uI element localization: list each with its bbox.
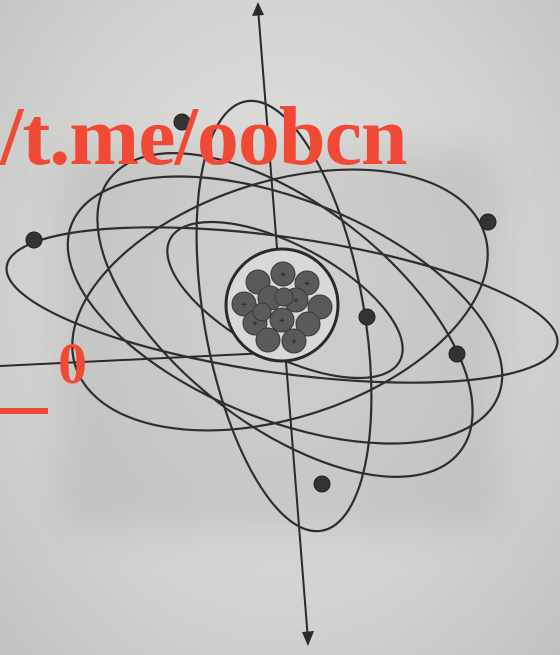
plus-sign: + <box>291 337 297 348</box>
plus-sign: + <box>279 316 285 327</box>
horizontal-axis <box>0 353 268 366</box>
electron <box>449 346 465 362</box>
axis-arrow-bottom <box>302 631 314 646</box>
electron <box>26 232 42 248</box>
faint-watermark-top <box>20 0 39 70</box>
axis-arrow-top <box>252 2 264 16</box>
nucleus: + + + + + + + <box>226 249 338 361</box>
electron <box>359 309 375 325</box>
plus-sign: + <box>252 319 258 330</box>
electron <box>314 476 330 492</box>
watermark-text: /t.me/oobcn <box>0 95 560 179</box>
red-underline <box>0 408 48 414</box>
plus-sign: + <box>280 270 286 281</box>
nucleus-particle <box>256 328 280 352</box>
plus-sign: + <box>304 279 310 290</box>
plus-sign: + <box>241 300 247 311</box>
zero-label: 0 <box>58 335 87 393</box>
plus-sign: + <box>293 296 299 307</box>
nucleus-particle <box>275 288 293 306</box>
electron <box>480 214 496 230</box>
